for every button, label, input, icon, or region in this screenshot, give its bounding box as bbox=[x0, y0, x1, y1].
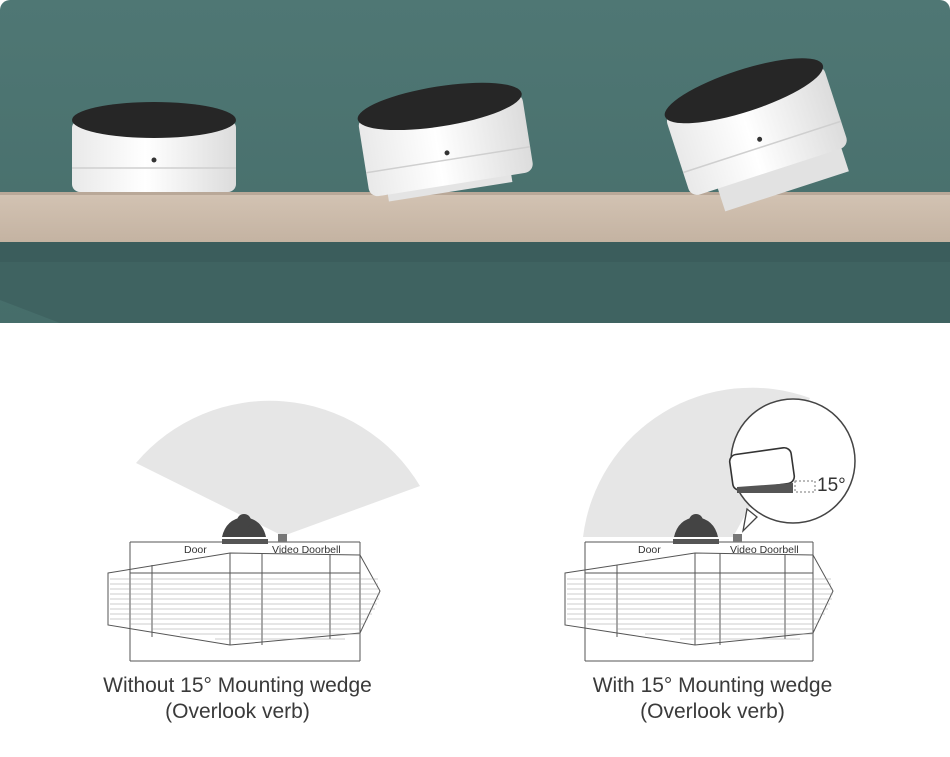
floor-stripes bbox=[567, 578, 833, 640]
floor-stripes bbox=[110, 578, 380, 640]
doorbell-label: Video Doorbell bbox=[730, 544, 799, 556]
diagram-with-wedge: 15° Door Video Doorbell With 15° Mountin… bbox=[475, 323, 950, 757]
angle-label: 15° bbox=[817, 475, 846, 496]
house-outline bbox=[564, 541, 834, 662]
caption-title: Without 15° Mounting wedge bbox=[103, 674, 372, 697]
doorbell-flat bbox=[72, 102, 236, 192]
doorbell-icon bbox=[278, 534, 287, 542]
shelf bbox=[0, 192, 950, 242]
caption-subtitle: (Overlook verb) bbox=[165, 700, 310, 723]
diagram-without-wedge: Door Video Doorbell Without 15° Mounting… bbox=[0, 323, 475, 757]
door bbox=[673, 539, 719, 544]
house-outline bbox=[107, 541, 381, 662]
caption: With 15° Mounting wedge (Overlook verb) bbox=[475, 673, 950, 725]
wedge-callout: 15° bbox=[728, 398, 856, 533]
shelf-scene bbox=[0, 0, 950, 323]
field-of-view bbox=[136, 400, 420, 536]
caption-subtitle: (Overlook verb) bbox=[640, 700, 785, 723]
door-label: Door bbox=[184, 544, 207, 556]
doorbell-wedge-large bbox=[664, 58, 849, 212]
door-label: Door bbox=[638, 544, 661, 556]
caption: Without 15° Mounting wedge (Overlook ver… bbox=[0, 673, 475, 725]
doorbell-label: Video Doorbell bbox=[272, 544, 341, 556]
doorbell-icon bbox=[733, 534, 742, 542]
caption-title: With 15° Mounting wedge bbox=[592, 674, 833, 697]
door bbox=[222, 539, 268, 544]
doorbell-wedge-small bbox=[357, 82, 533, 202]
product-photo bbox=[0, 0, 950, 323]
